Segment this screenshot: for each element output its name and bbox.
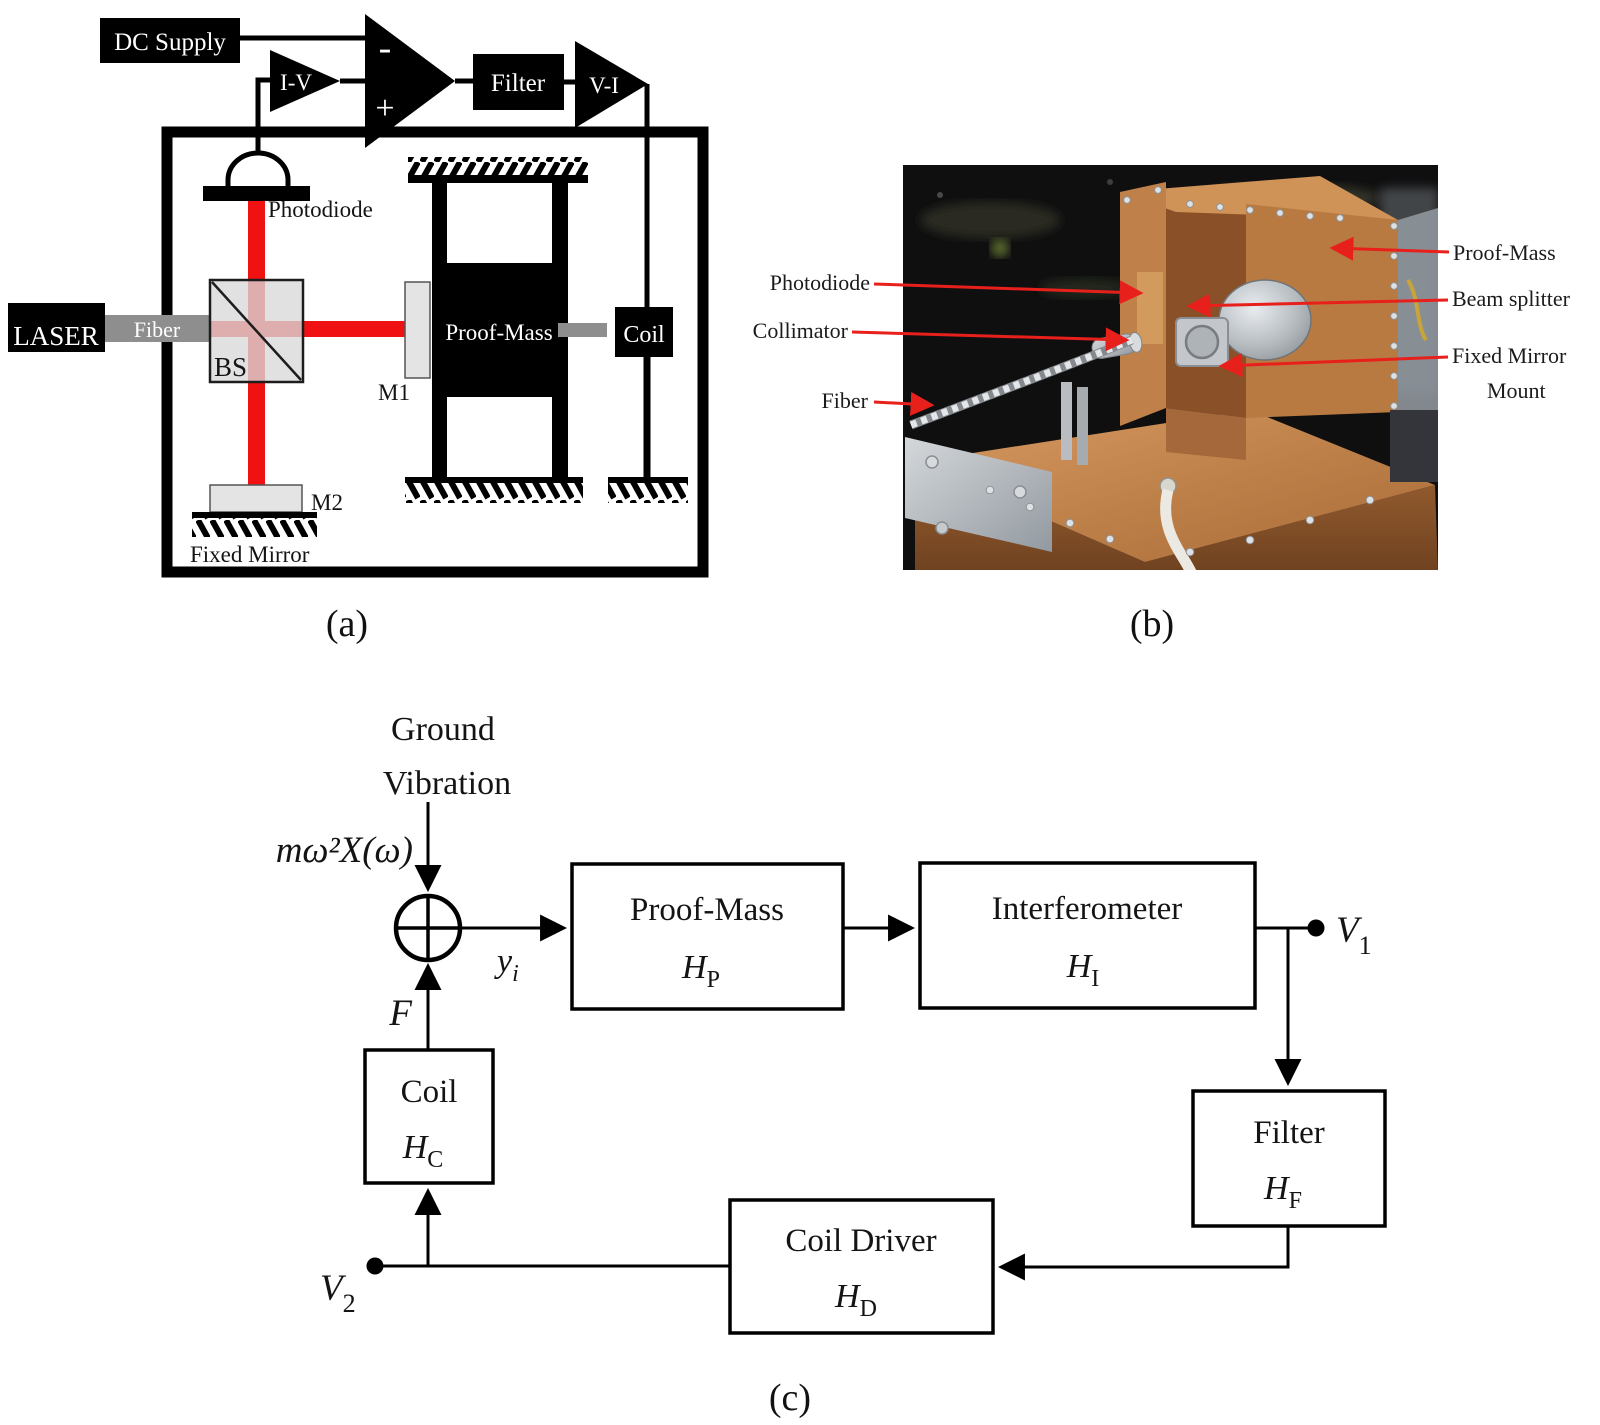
block-coil-driver-title: Coil Driver: [785, 1223, 936, 1259]
filter-label: Filter: [491, 70, 546, 97]
block-coil-driver-tf: HD: [834, 1278, 877, 1322]
coil-ground-hatch: [608, 477, 688, 503]
photo-label-fixed-mirror: Fixed Mirror: [1452, 343, 1567, 368]
op-amp-plus: +: [375, 90, 394, 127]
ground-vibration-line2: Vibration: [383, 765, 511, 802]
block-coil-tf: HC: [402, 1129, 444, 1173]
panel-c-block-diagram: Ground Vibration mω²X(ω) yi Proof-Mass H…: [276, 711, 1387, 1335]
photo-label-collimator: Collimator: [753, 318, 849, 343]
photodiode-label: Photodiode: [268, 197, 373, 222]
panel-b-photo: Photodiode Collimator Fiber Proof-Mass B…: [753, 165, 1571, 570]
photodiode-dome: [225, 150, 291, 186]
force-label: F: [388, 993, 412, 1034]
iv-amp-triangle: [270, 50, 340, 112]
block-interferometer-tf: HI: [1066, 948, 1100, 992]
photo-label-photodiode: Photodiode: [770, 270, 870, 295]
photo-label-proof-mass: Proof-Mass: [1453, 240, 1556, 265]
wire-photodiode-to-iv: [255, 77, 272, 152]
laser-label: LASER: [13, 321, 99, 351]
wire-filter-to-coildriver: [997, 1226, 1290, 1281]
photo-callout-arrows: [851, 236, 1450, 416]
iv-amp-label: I-V: [280, 70, 312, 95]
proof-mass-label: Proof-Mass: [445, 320, 552, 345]
input-force-expression: mω²X(ω): [276, 830, 413, 871]
v1-node-dot: [1307, 919, 1325, 937]
dc-supply-label: DC Supply: [114, 29, 226, 56]
vacuum-chamber-box: [161, 126, 709, 578]
ground-vibration-line1: Ground: [391, 711, 495, 748]
mirror-m1-label: M1: [378, 380, 410, 405]
coil-label: Coil: [623, 322, 665, 348]
photo-label-fixed-mirror-mount: Mount: [1487, 378, 1546, 403]
summing-junction: [393, 893, 463, 963]
op-amp-minus: -: [379, 27, 392, 69]
block-filter-tf: HF: [1263, 1170, 1302, 1214]
block-filter-title: Filter: [1253, 1115, 1325, 1151]
fixed-mirror-label: Fixed Mirror: [190, 542, 310, 567]
fiber-box: [105, 315, 210, 342]
photo-label-fiber: Fiber: [822, 388, 869, 413]
block-interferometer-title: Interferometer: [992, 891, 1183, 927]
block-proof-mass-tf: HP: [681, 949, 720, 993]
mirror-m1: [404, 281, 431, 379]
v1-label: V1: [1336, 910, 1372, 960]
v2-node-dot: [366, 1257, 384, 1275]
block-filter: [1191, 1089, 1387, 1228]
proof-mass-frame: [405, 157, 588, 503]
caption-c: (c): [768, 1377, 812, 1419]
vi-amp-label: V-I: [589, 73, 619, 98]
block-interferometer: [918, 861, 1257, 1010]
fixed-mirror-ground-hatch: [192, 512, 317, 537]
block-proof-mass-title: Proof-Mass: [630, 892, 784, 928]
block-coil-driver: [728, 1198, 995, 1335]
coil-box: [615, 307, 673, 357]
block-proof-mass: [570, 862, 845, 1011]
fiber-label: Fiber: [134, 317, 181, 342]
proof-mass-block: [440, 263, 558, 397]
block-coil: [363, 1048, 495, 1185]
block-coil-title: Coil: [401, 1074, 458, 1110]
v2-label: V2: [320, 1268, 356, 1318]
caption-a: (a): [325, 603, 369, 645]
device-photo: [903, 165, 1438, 570]
laser-box: [8, 303, 105, 352]
photodiode-base: [203, 186, 310, 201]
dc-supply-box: [100, 18, 240, 63]
op-amp-triangle: [365, 14, 455, 148]
filter-box: [473, 54, 564, 110]
panel-a-schematic: DC Supply I-V - + Filter V-I Photodiode …: [8, 14, 709, 578]
beam-splitter-label: BS: [214, 352, 247, 382]
photo-label-beam-splitter: Beam splitter: [1452, 286, 1571, 311]
vi-amp-triangle: [575, 41, 648, 128]
mirror-m2-label: M2: [311, 490, 343, 515]
proof-mass-coil-stub: [558, 323, 607, 337]
yi-label: yi: [494, 943, 519, 987]
beam-splitter: [208, 278, 305, 384]
mirror-m2: [209, 484, 303, 513]
caption-b: (b): [1129, 603, 1175, 645]
